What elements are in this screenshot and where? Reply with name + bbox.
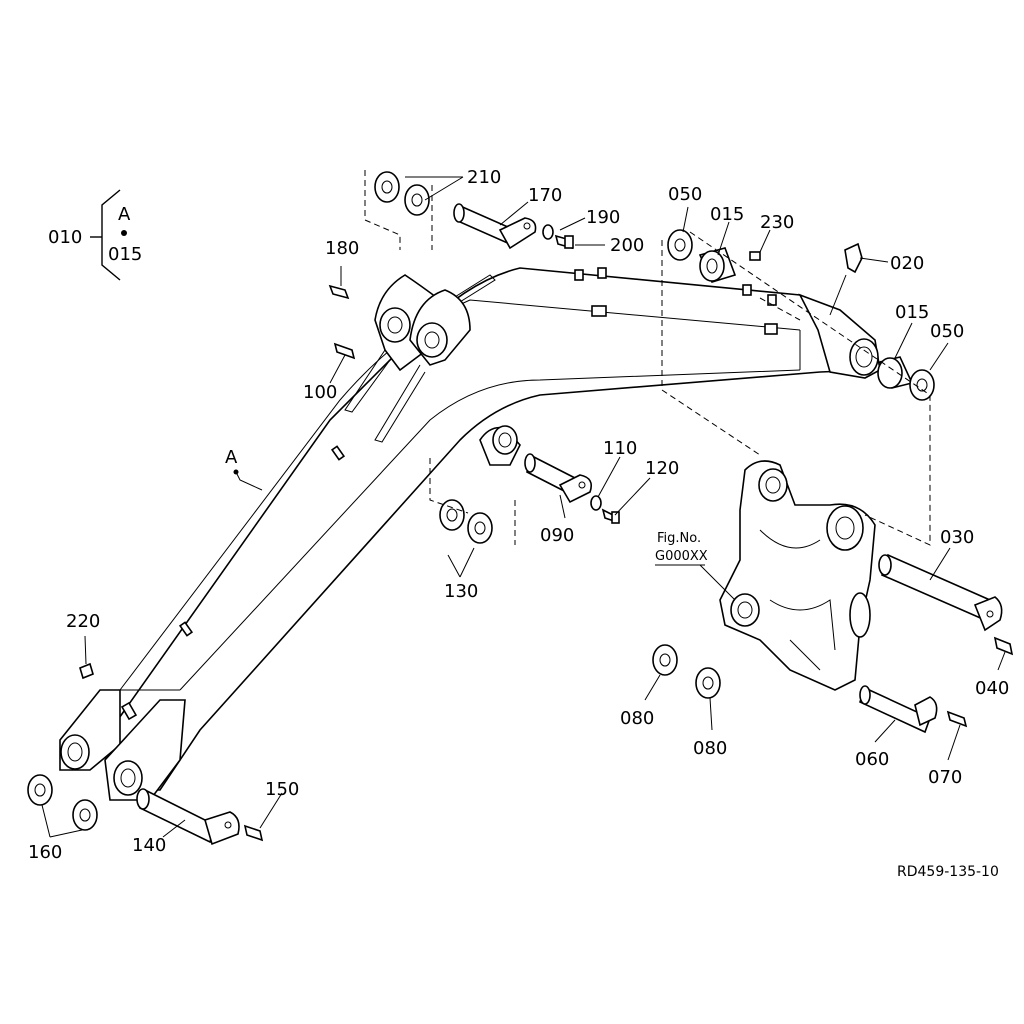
- part-140-pin: [136, 788, 240, 846]
- part-050-washer-right: [909, 369, 935, 401]
- part-230-grease-nipple: [742, 251, 777, 306]
- label-210: 210: [467, 167, 501, 188]
- label-120: 120: [645, 458, 679, 479]
- label-170: 170: [528, 185, 562, 206]
- label-015-top: 015: [710, 204, 744, 225]
- label-200: 200: [610, 235, 644, 256]
- part-180-grease-nipple: [328, 284, 350, 300]
- label-060: 060: [855, 749, 889, 770]
- label-080-a: 080: [620, 708, 654, 729]
- label-090: 090: [540, 525, 574, 546]
- part-130-washers: [429, 458, 516, 545]
- part-110-washer: [590, 495, 602, 511]
- drawing-reference: RD459-135-10: [897, 864, 999, 880]
- part-015-bushing-right: [877, 356, 914, 389]
- label-030: 030: [940, 527, 974, 548]
- label-015-right: 015: [895, 302, 929, 323]
- part-060-pin: [859, 685, 938, 734]
- label-130: 130: [444, 581, 478, 602]
- label-040: 040: [975, 678, 1009, 699]
- label-220: 220: [66, 611, 100, 632]
- cylinder-bracket-lower: [479, 425, 521, 466]
- part-080-washers: [652, 644, 721, 699]
- part-050-washer-top: [667, 229, 693, 261]
- label-080-b: 080: [693, 738, 727, 759]
- part-020-grease-fitting: [844, 242, 863, 274]
- part-220-plug: [79, 662, 94, 680]
- boom-a-bullet: [233, 469, 239, 475]
- label-140: 140: [132, 835, 166, 856]
- part-030-pin: [878, 553, 1003, 632]
- label-020: 020: [890, 253, 924, 274]
- part-090-pin: [524, 453, 593, 504]
- part-015-bushing-top: [698, 247, 737, 283]
- label-190: 190: [586, 207, 620, 228]
- part-190-washer: [542, 224, 554, 240]
- cylinder-bracket-upper: [344, 274, 471, 443]
- label-150: 150: [265, 779, 299, 800]
- label-050-right: 050: [930, 321, 964, 342]
- part-120-bolt: [601, 508, 620, 524]
- part-labels: 010 A 015 210 170 190 200 050 015 230 02…: [28, 167, 1009, 880]
- label-110: 110: [603, 438, 637, 459]
- part-100-grease-nipple: [333, 342, 356, 360]
- part-070-bolt: [946, 710, 968, 728]
- figure-ref-line2: G000XX: [655, 549, 708, 564]
- part-200-bolt: [554, 234, 574, 250]
- label-180: 180: [325, 238, 359, 259]
- part-160-washers: [27, 774, 98, 831]
- label-230: 230: [760, 212, 794, 233]
- leader-lines: [41, 176, 1006, 838]
- label-160: 160: [28, 842, 62, 863]
- label-070: 070: [928, 767, 962, 788]
- label-boom-a: A: [225, 447, 238, 468]
- part-170-pin: [453, 203, 537, 250]
- label-010: 010: [48, 227, 82, 248]
- part-040-bolt: [993, 636, 1014, 656]
- boom-body: [59, 267, 881, 801]
- group-bullet: [121, 230, 127, 236]
- label-100: 100: [303, 382, 337, 403]
- figure-ref-line1: Fig.No.: [657, 531, 701, 546]
- label-group-015: 015: [108, 244, 142, 265]
- label-group-a: A: [118, 204, 131, 225]
- swing-bracket: [719, 460, 876, 691]
- label-050-top: 050: [668, 184, 702, 205]
- part-150-bolt: [243, 824, 264, 842]
- part-210-washers: [364, 170, 433, 250]
